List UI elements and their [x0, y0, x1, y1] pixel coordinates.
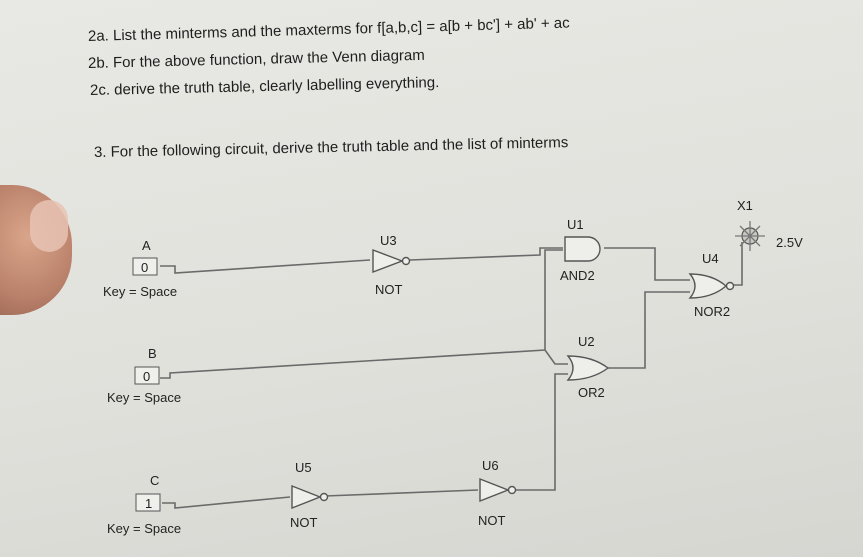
wire-c-to-u5: [162, 496, 291, 509]
input-a-switch[interactable]: [132, 257, 158, 276]
probe-lamp-icon: [735, 221, 765, 251]
wire-b-to-u1: [160, 249, 563, 379]
probe-voltage: 2.5V: [776, 235, 803, 250]
u1-type: AND2: [560, 268, 595, 283]
input-c-key: Key = Space: [107, 521, 181, 536]
u1-ref: U1: [567, 217, 584, 232]
input-c-switch[interactable]: [135, 493, 161, 512]
wire-u2-to-u4: [608, 291, 690, 369]
thumbnail-nail: [30, 200, 68, 252]
u6-not-gate: [479, 477, 510, 503]
input-b-key: Key = Space: [107, 390, 181, 405]
u4-bubble: [725, 281, 735, 291]
u3-type: NOT: [375, 282, 403, 297]
wire-u4-to-probe: [732, 242, 743, 286]
u6-type: NOT: [478, 513, 506, 528]
wire-u3-to-u1: [409, 247, 563, 261]
u5-bubble: [319, 492, 329, 502]
u3-bubble: [401, 256, 411, 266]
u5-ref: U5: [295, 460, 312, 475]
input-a-name: A: [142, 238, 151, 253]
input-b-switch[interactable]: [134, 366, 160, 385]
u4-type: NOR2: [694, 304, 730, 319]
u3-not-gate: [372, 248, 404, 274]
u5-not-gate: [291, 484, 322, 510]
u6-ref: U6: [482, 458, 499, 473]
u4-ref: U4: [702, 251, 719, 266]
input-a-key: Key = Space: [103, 284, 177, 299]
u2-ref: U2: [578, 334, 595, 349]
wire-u6-to-u2: [515, 373, 568, 491]
u1-and-gate: [564, 236, 601, 262]
wire-u5-to-u6: [324, 489, 479, 497]
input-a-value: 0: [141, 260, 148, 275]
input-c-name: C: [150, 473, 159, 488]
input-c-value: 1: [145, 496, 152, 511]
u2-or-gate: [566, 355, 610, 381]
input-b-value: 0: [143, 369, 150, 384]
wire-b-to-u2: [544, 349, 568, 365]
wire-a-to-u3: [160, 259, 371, 274]
u5-type: NOT: [290, 515, 318, 530]
u3-ref: U3: [380, 233, 397, 248]
input-b-name: B: [148, 346, 157, 361]
u2-type: OR2: [578, 385, 605, 400]
u6-bubble: [507, 485, 517, 495]
probe-ref: X1: [737, 198, 753, 213]
wire-u1-to-u4: [604, 247, 690, 281]
u4-nor-gate: [688, 273, 728, 299]
